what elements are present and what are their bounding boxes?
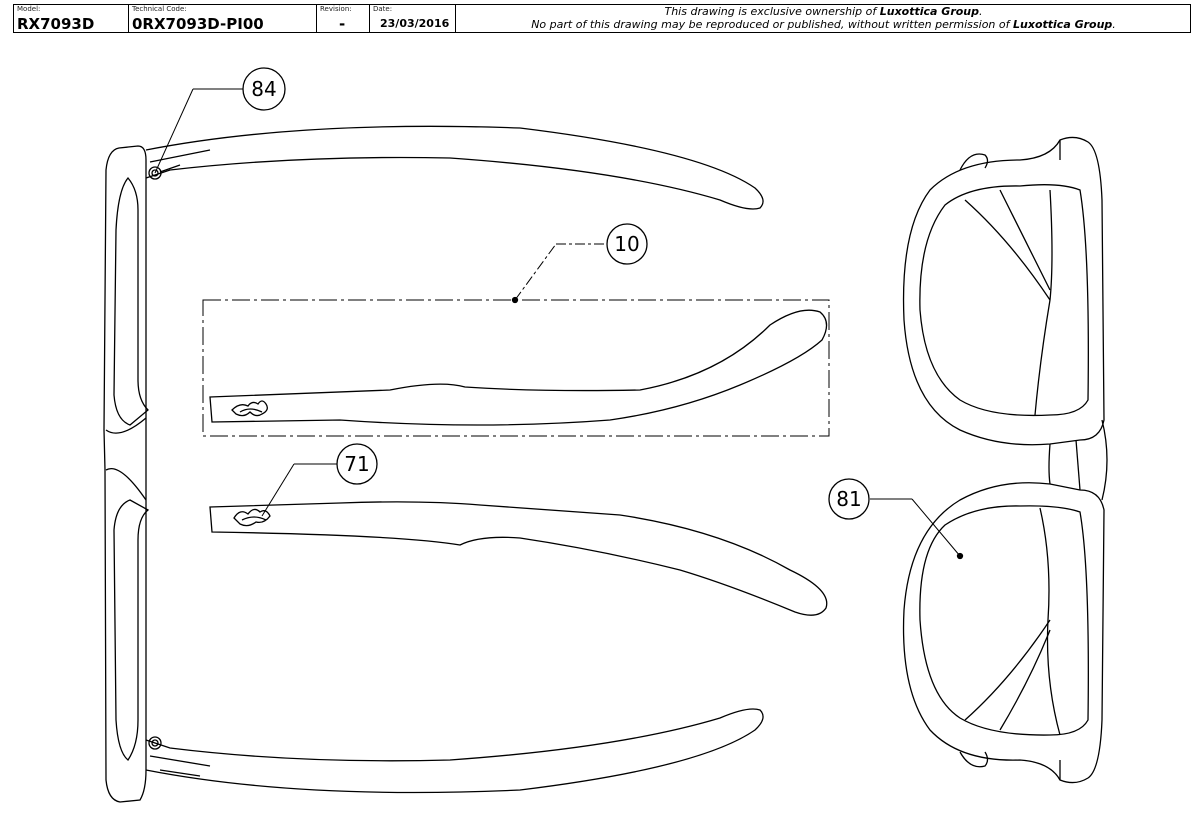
frame-top-view: [104, 126, 763, 802]
bridge: [1049, 444, 1050, 484]
temple-side-upper: [210, 310, 827, 425]
callout-81-label: 81: [836, 487, 861, 511]
temple-top-outer: [146, 126, 763, 209]
temple-side-lower: [210, 502, 827, 615]
callout-10: 10: [513, 224, 648, 303]
callout-81: 81: [829, 479, 963, 559]
bridge-bottom: [106, 469, 146, 500]
callout-71-label: 71: [344, 452, 369, 476]
temple-detail-view: [203, 300, 829, 436]
bridge-top: [106, 418, 146, 433]
detail-boundary: [203, 300, 829, 436]
rim-lower-outer: [904, 483, 1104, 783]
temple-bottom-outer: [146, 709, 763, 793]
frame-front-outer: [104, 146, 146, 802]
frame-front-inner-lower: [114, 500, 148, 760]
rim-upper-outer: [904, 137, 1104, 444]
callout-84-label: 84: [251, 77, 276, 101]
ray-ban-logo-top: [232, 401, 267, 416]
frame-front-view: [904, 137, 1107, 782]
lens-upper: [920, 185, 1088, 416]
frame-front-inner: [114, 178, 148, 425]
lens-lower: [920, 506, 1088, 735]
callout-10-label: 10: [614, 232, 639, 256]
